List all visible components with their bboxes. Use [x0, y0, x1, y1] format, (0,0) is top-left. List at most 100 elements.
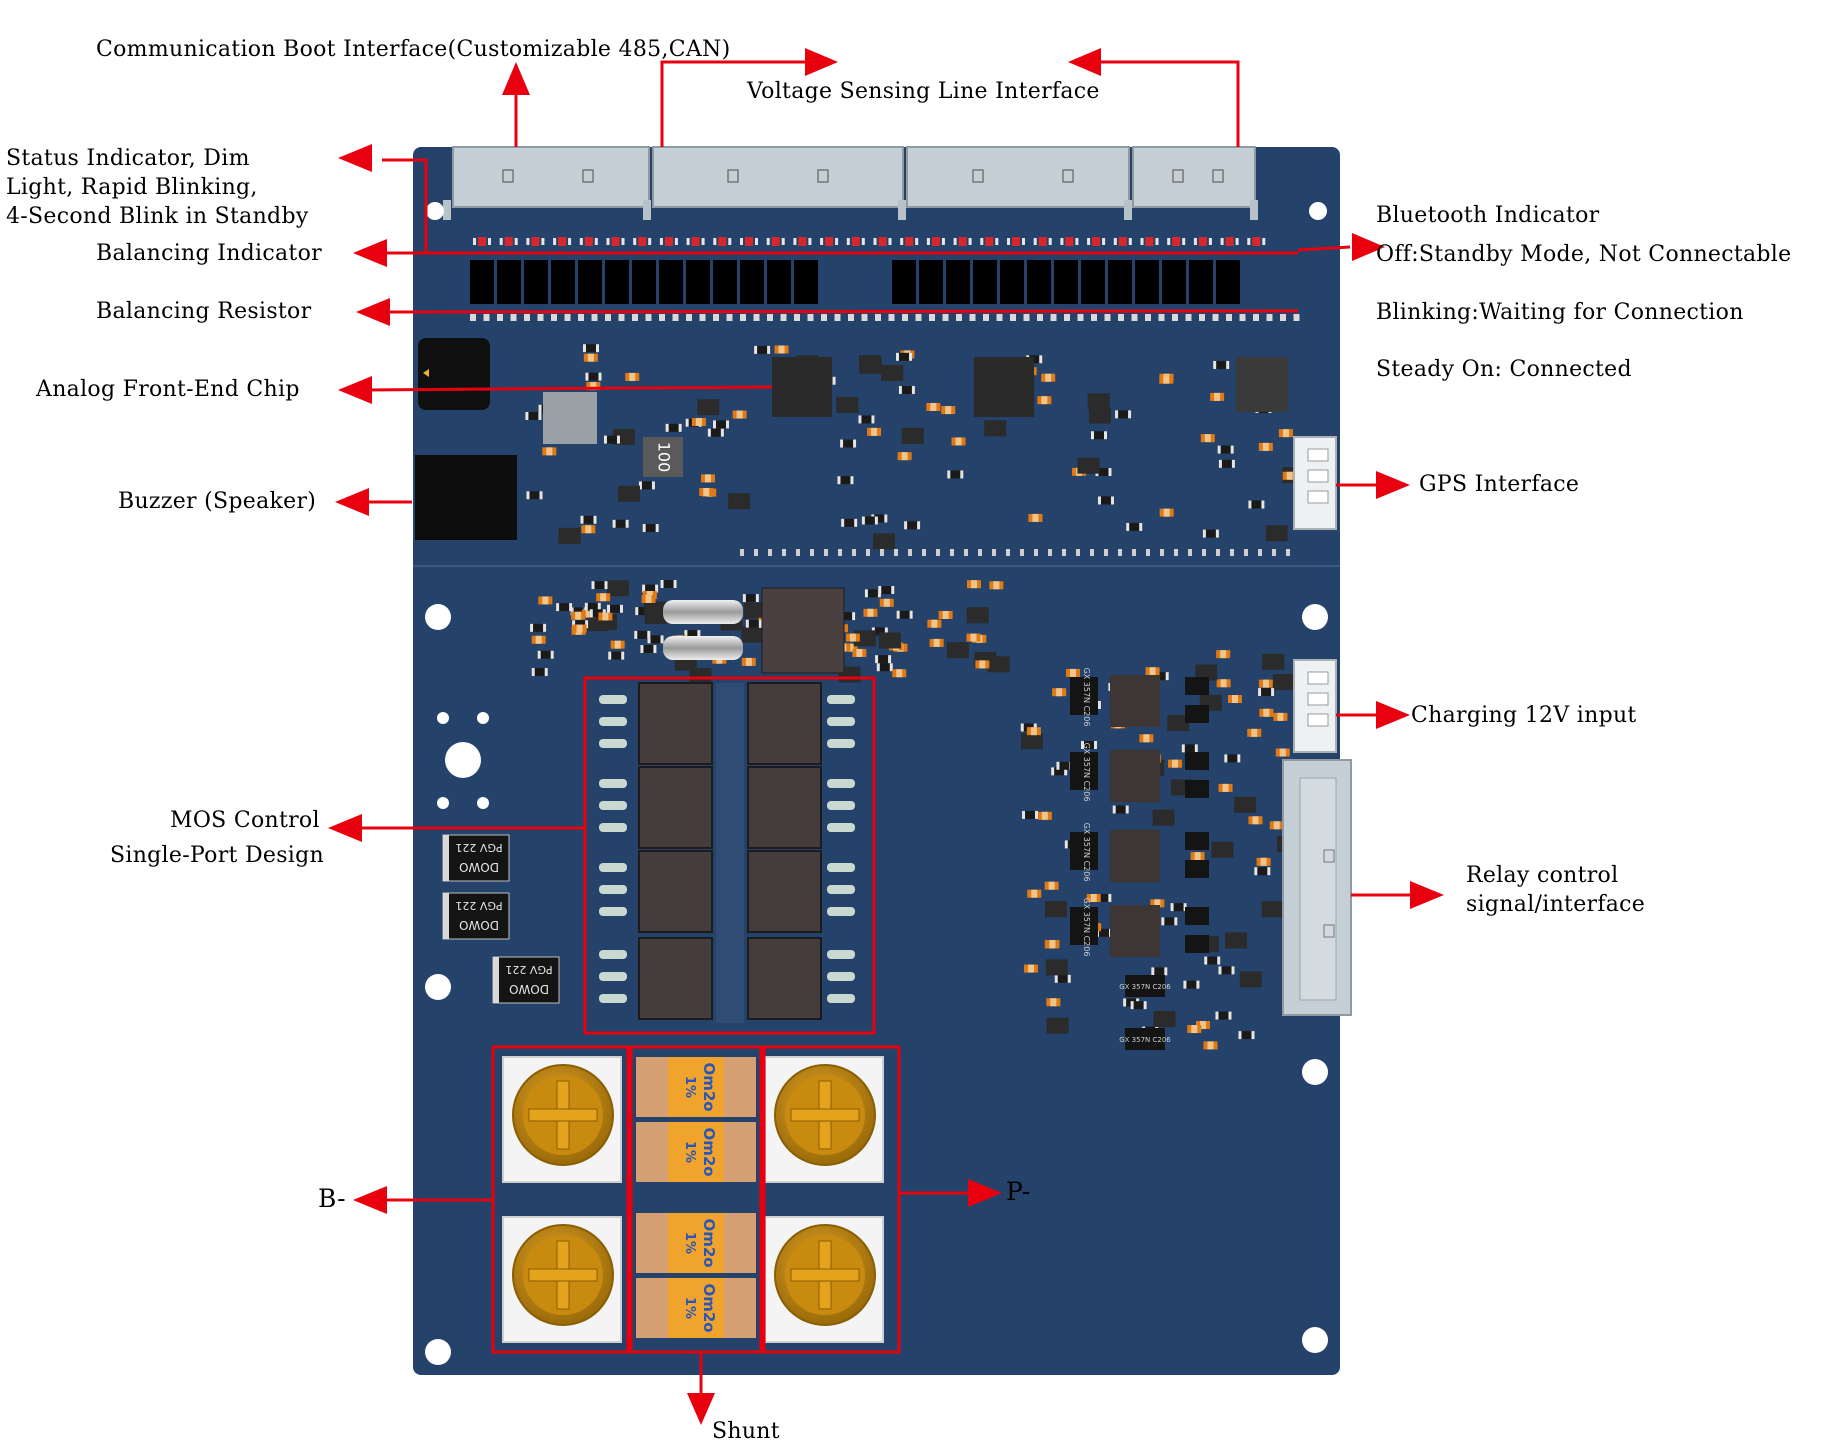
voltage-sensing-connector-3 [1132, 146, 1258, 220]
led-pad [888, 238, 892, 245]
smd-pad [1020, 723, 1024, 732]
smd-pad [1224, 754, 1228, 763]
smd-resistor [1095, 928, 1112, 937]
smd-resistor [640, 645, 657, 654]
smd-resistor [1152, 672, 1169, 681]
smd-resistor [1151, 967, 1168, 976]
led-pad [980, 238, 984, 245]
smd-ic [741, 626, 764, 643]
smd-capacitor-body [1069, 668, 1076, 677]
balancing-resistor [1108, 260, 1132, 304]
mosfet [638, 937, 713, 1020]
led-pad [686, 238, 690, 245]
smd-capacitor-body [867, 608, 874, 617]
ic-marking: GX 357N C206 [1082, 668, 1091, 727]
led-pad [1128, 238, 1132, 245]
led-pad [861, 238, 865, 245]
balancing-resistor [1081, 260, 1105, 304]
resistor-pad [605, 314, 611, 321]
smd-capacitor-body [1199, 1021, 1206, 1030]
smd-pad [904, 521, 908, 530]
diode-band [493, 957, 499, 1003]
smd-pad [725, 420, 729, 429]
mosfet-lead [827, 823, 855, 832]
smd-resistor [1254, 867, 1271, 876]
smd-ic [689, 667, 712, 684]
resistor-pad [848, 314, 854, 321]
test-pad [1034, 549, 1038, 556]
smd-ic [728, 493, 751, 510]
resistor-pad [888, 314, 895, 321]
smd-ic [606, 580, 629, 597]
communication-boot-connector [443, 146, 651, 220]
smd-pad [1271, 688, 1275, 697]
smd-resistor [1213, 360, 1230, 369]
analog-front-end-chip [772, 357, 832, 417]
smd-pad [896, 610, 900, 619]
smd-pad [660, 580, 664, 589]
smd-resistor [1224, 754, 1241, 763]
smd-resistor [898, 385, 915, 394]
smd-pad [1104, 431, 1108, 440]
smd-ic [1044, 901, 1067, 918]
relay-driver-ic [1070, 832, 1098, 870]
resistor-pad [1199, 314, 1205, 321]
smd-pad [1226, 360, 1230, 369]
smd-resistor [556, 603, 573, 612]
smd-pad [947, 470, 951, 479]
test-pad [866, 549, 870, 556]
smd-capacitor-body [1282, 429, 1289, 438]
relay-driver-mosfet [1110, 750, 1160, 802]
smd-capacitor-body [778, 345, 785, 354]
smd-ic [1088, 407, 1111, 424]
smd-pad [550, 650, 554, 659]
shunt-marking: 1% [682, 1232, 697, 1254]
smd-pad [889, 663, 893, 672]
smd-pad [612, 519, 616, 528]
smd-pad [853, 439, 857, 448]
smd-capacitor-body [576, 624, 583, 633]
balancing-led [1038, 237, 1047, 246]
resistor-pad [524, 314, 530, 321]
balancing-led [718, 237, 727, 246]
test-pad [1202, 549, 1206, 556]
smd-pad [712, 420, 716, 429]
smd-pad [642, 524, 646, 533]
smd-resistor [840, 439, 857, 448]
led-pad [526, 238, 530, 245]
smd-capacitor-body [645, 594, 652, 603]
led-pad [594, 238, 598, 245]
smd-resistor [707, 428, 724, 437]
ic-marking: GX 357N C206 [1082, 898, 1091, 957]
resistor-pad [1037, 314, 1043, 321]
smd-capacitor-body [1194, 852, 1201, 861]
smd-ic [984, 420, 1007, 437]
mosfet-lead [599, 950, 627, 959]
smd-resistor [570, 607, 587, 616]
label-communication-boot-interface: Communication Boot Interface(Customizabl… [96, 37, 731, 62]
led-pad [1007, 238, 1010, 245]
smd-pad [580, 515, 584, 524]
diode-marking: DOWO [509, 982, 549, 996]
resistor-pad [1158, 314, 1165, 321]
smd-resistor [684, 630, 701, 639]
smd-pad [537, 650, 541, 659]
smd-capacitor-body [1251, 728, 1258, 737]
mosfet-lead [599, 717, 627, 726]
smd-capacitor-body [993, 581, 1000, 590]
balancing-led [558, 237, 567, 246]
smd-pad [665, 423, 669, 432]
smd-pad [1215, 1011, 1219, 1020]
smd-pad [598, 372, 602, 381]
resistor-pad [672, 314, 679, 321]
smd-capacitor-body [1277, 712, 1284, 721]
led-pad [579, 238, 583, 245]
led-pad [553, 238, 557, 245]
smd-resistor [742, 594, 759, 603]
terminals [502, 1056, 884, 1343]
led-pad [541, 238, 545, 245]
smd-resistor [1170, 903, 1187, 912]
ic-marking: GX 357N C206 [1119, 1036, 1171, 1044]
label-status-indicator-line-1: Status Indicator, Dim [6, 146, 250, 171]
resistor-pad [1104, 314, 1111, 321]
